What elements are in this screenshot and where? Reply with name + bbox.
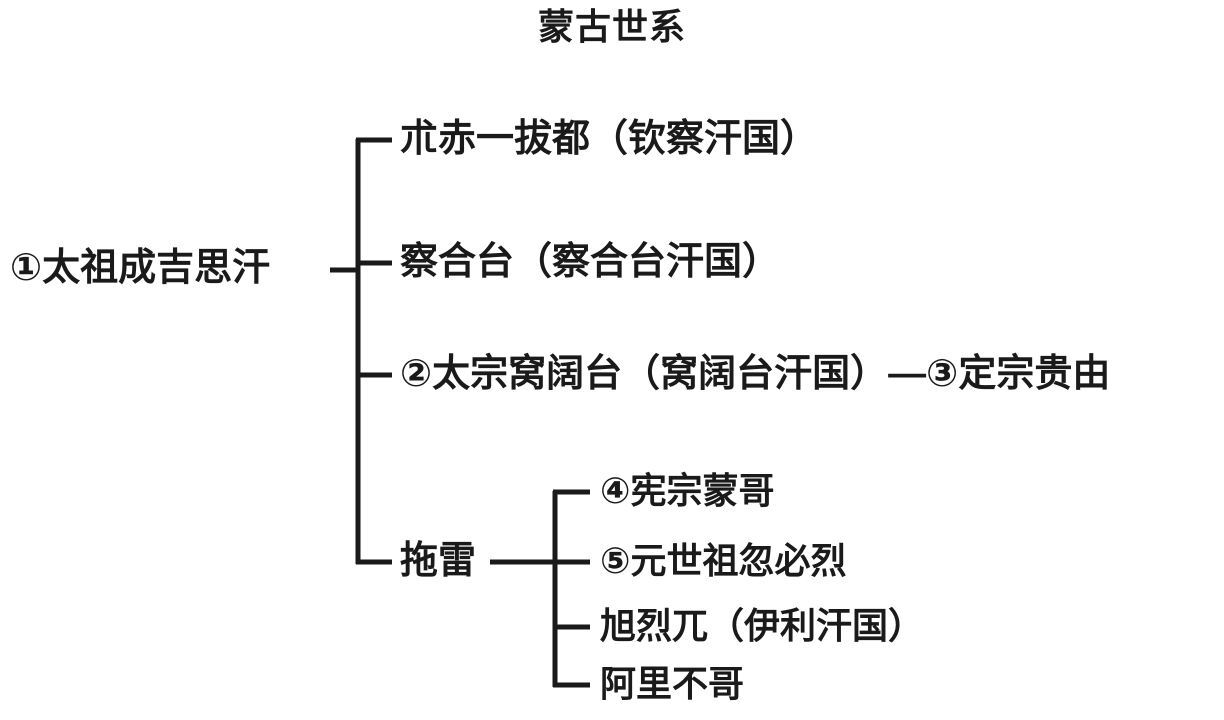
node-chagatai[interactable]: 察合台（察合台汗国） — [400, 241, 781, 283]
node-ariq-boke[interactable]: 阿里不哥 — [600, 663, 745, 704]
node-zhuchi-batu[interactable]: 朮赤一拔都（钦察汗国） — [400, 118, 819, 160]
node-ogedei-guyuk[interactable]: ②太宗窝阔台（窝阔台汗国）—③定宗贵由 — [400, 353, 1111, 395]
page-title: 蒙古世系 — [537, 6, 686, 47]
node-root-genghis-khan[interactable]: ①太祖成吉思汗 — [10, 247, 271, 289]
node-mongke[interactable]: ④宪宗蒙哥 — [600, 470, 775, 511]
node-kublai[interactable]: ⑤元世祖忽必烈 — [600, 540, 847, 581]
node-hulegu[interactable]: 旭烈兀（伊利汗国） — [600, 605, 925, 646]
node-tolui[interactable]: 拖雷 — [400, 540, 477, 582]
